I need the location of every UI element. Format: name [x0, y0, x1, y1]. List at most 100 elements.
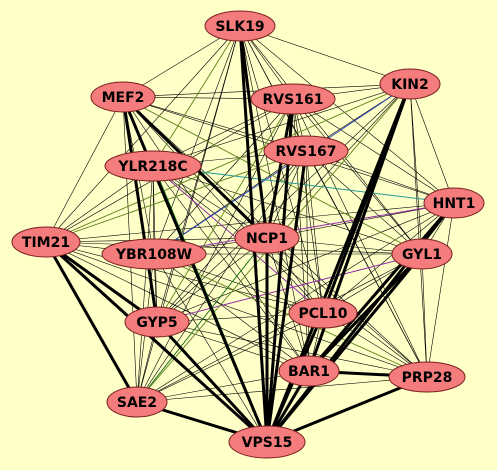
edge-thin	[292, 98, 324, 314]
node-ellipse	[391, 238, 453, 270]
node-label: GYP5	[136, 315, 177, 331]
edge-thin	[156, 321, 428, 378]
node-label: BAR1	[288, 364, 330, 380]
node-ellipse	[250, 83, 336, 115]
edge-heavy	[155, 320, 269, 444]
edge-thin	[45, 25, 241, 243]
edge-thin	[152, 165, 310, 372]
node-label: RVS167	[276, 144, 337, 160]
node-pcl10[interactable]: PCL10	[288, 297, 358, 329]
node-label: SAE2	[117, 395, 157, 411]
node-ellipse	[228, 425, 306, 459]
edge-thin	[153, 253, 310, 372]
edge-thin	[292, 98, 455, 204]
node-label: PRP28	[402, 370, 453, 386]
edge-thin	[45, 241, 428, 378]
edge-thin	[292, 98, 423, 255]
node-ybr108w[interactable]: YBR108W	[101, 238, 207, 270]
edge-colored	[45, 83, 411, 243]
node-kin2[interactable]: KIN2	[379, 68, 441, 100]
node-label: VPS15	[242, 435, 293, 451]
node-gyp5[interactable]: GYP5	[124, 306, 190, 338]
node-ellipse	[388, 361, 466, 393]
node-rvs167[interactable]: RVS167	[263, 135, 349, 167]
node-ellipse	[11, 226, 81, 258]
edge-heavy	[265, 98, 295, 239]
node-ellipse	[288, 297, 358, 329]
edge-colored	[153, 83, 411, 255]
edge-thin	[409, 83, 428, 378]
edge-heavy	[121, 96, 159, 323]
node-ncp1[interactable]: NCP1	[234, 222, 300, 254]
edge-thin	[136, 376, 428, 403]
edge-colored	[45, 150, 307, 243]
node-label: NCP1	[246, 231, 288, 247]
edge-thin	[152, 83, 411, 167]
edge-thin	[156, 202, 455, 323]
edge-thin	[239, 25, 411, 85]
node-rvs161[interactable]: RVS161	[250, 83, 336, 115]
edge-heavy	[44, 241, 139, 403]
edge-heavy	[238, 25, 269, 239]
node-ellipse	[263, 135, 349, 167]
edge-colored	[152, 165, 455, 204]
node-sae2[interactable]: SAE2	[106, 386, 168, 418]
node-ellipse	[379, 68, 441, 100]
node-prp28[interactable]: PRP28	[388, 361, 466, 393]
node-gyl1[interactable]: GYL1	[391, 238, 453, 270]
edge-heavy	[307, 252, 424, 373]
node-label: HNT1	[433, 196, 476, 212]
edge-thin	[136, 25, 241, 403]
node-hnt1[interactable]: HNT1	[423, 187, 485, 219]
edge-heavy	[265, 150, 308, 443]
edge-colored	[156, 98, 294, 323]
node-ellipse	[234, 222, 300, 254]
edge-thin	[136, 150, 307, 403]
edge-thin	[153, 253, 268, 443]
edge-colored	[136, 237, 268, 403]
edge-thin	[305, 150, 428, 378]
edge-thin	[136, 202, 455, 403]
node-label: MEF2	[102, 90, 145, 106]
node-tim21[interactable]: TIM21	[11, 226, 81, 258]
edge-colored	[156, 253, 423, 323]
edge-thin	[45, 96, 124, 243]
node-ellipse	[90, 81, 156, 113]
node-label: SLK19	[215, 19, 264, 35]
node-label: YBR108W	[115, 247, 192, 263]
edge-colored	[122, 96, 423, 255]
edge-thin	[409, 83, 455, 204]
node-label: GYL1	[402, 247, 442, 263]
edge-thin	[156, 25, 241, 323]
node-ellipse	[124, 306, 190, 338]
edge-thin	[153, 25, 241, 255]
edge-heavy	[44, 240, 269, 444]
node-ellipse	[423, 187, 485, 219]
edge-thin	[426, 202, 455, 378]
edge-thin	[45, 241, 423, 255]
node-ellipse	[278, 355, 340, 387]
node-bar1[interactable]: BAR1	[278, 355, 340, 387]
edge-thin	[421, 253, 428, 378]
edge-thin	[239, 25, 455, 204]
node-label: YLR218C	[117, 159, 187, 175]
node-slk19[interactable]: SLK19	[204, 10, 276, 42]
edge-thin	[266, 237, 310, 372]
node-label: RVS161	[263, 92, 324, 108]
edge-heavy	[45, 240, 158, 324]
node-ellipse	[204, 10, 276, 42]
node-ellipse	[106, 386, 168, 418]
node-label: PCL10	[299, 306, 348, 322]
edge-thin	[122, 96, 310, 372]
node-vps15[interactable]: VPS15	[228, 425, 306, 459]
node-ylr218c[interactable]: YLR218C	[104, 150, 202, 182]
node-mef2[interactable]: MEF2	[90, 81, 156, 113]
node-ellipse	[104, 150, 202, 182]
edge-thin	[305, 150, 324, 314]
edge-heavy	[321, 83, 412, 314]
node-ellipse	[101, 238, 207, 270]
edge-thin	[409, 83, 423, 255]
edge-thin	[136, 253, 423, 403]
